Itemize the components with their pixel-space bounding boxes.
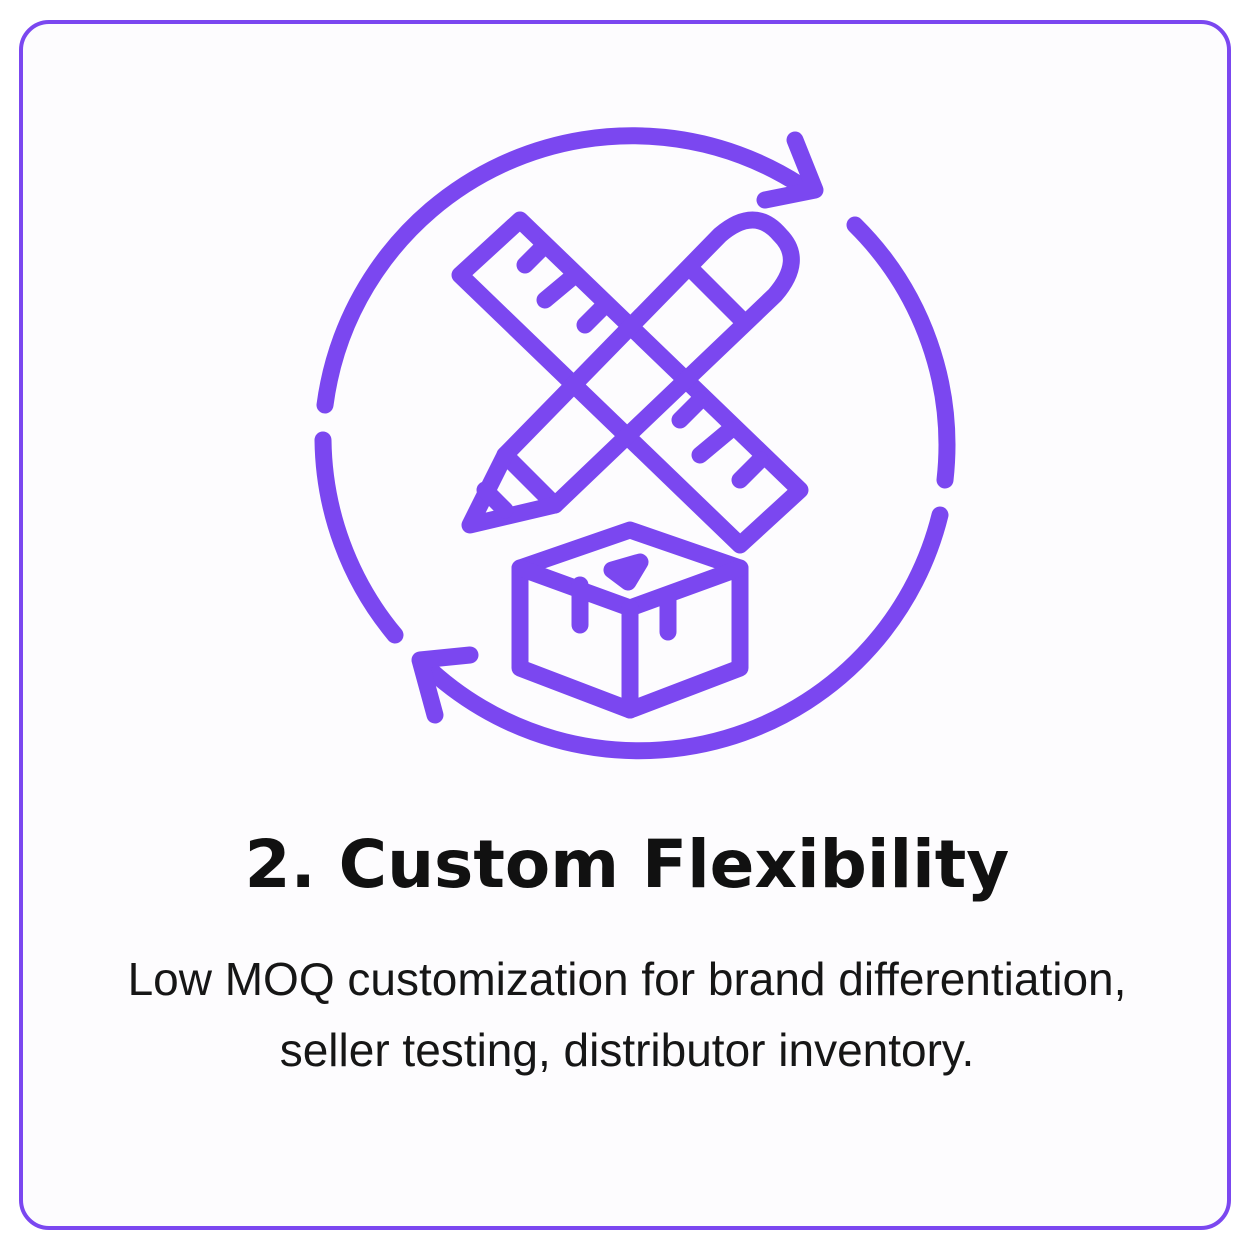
pencil-icon	[461, 211, 800, 534]
box-icon	[511, 521, 749, 719]
cycle-arrows-icon	[314, 127, 956, 760]
feature-icon	[314, 127, 956, 760]
custom-design-cycle-icon	[314, 127, 956, 760]
card-title: 2. Custom Flexibility	[244, 826, 1010, 903]
card-description: Low MOQ customization for brand differen…	[127, 953, 1127, 1076]
ruler-icon	[451, 211, 809, 554]
